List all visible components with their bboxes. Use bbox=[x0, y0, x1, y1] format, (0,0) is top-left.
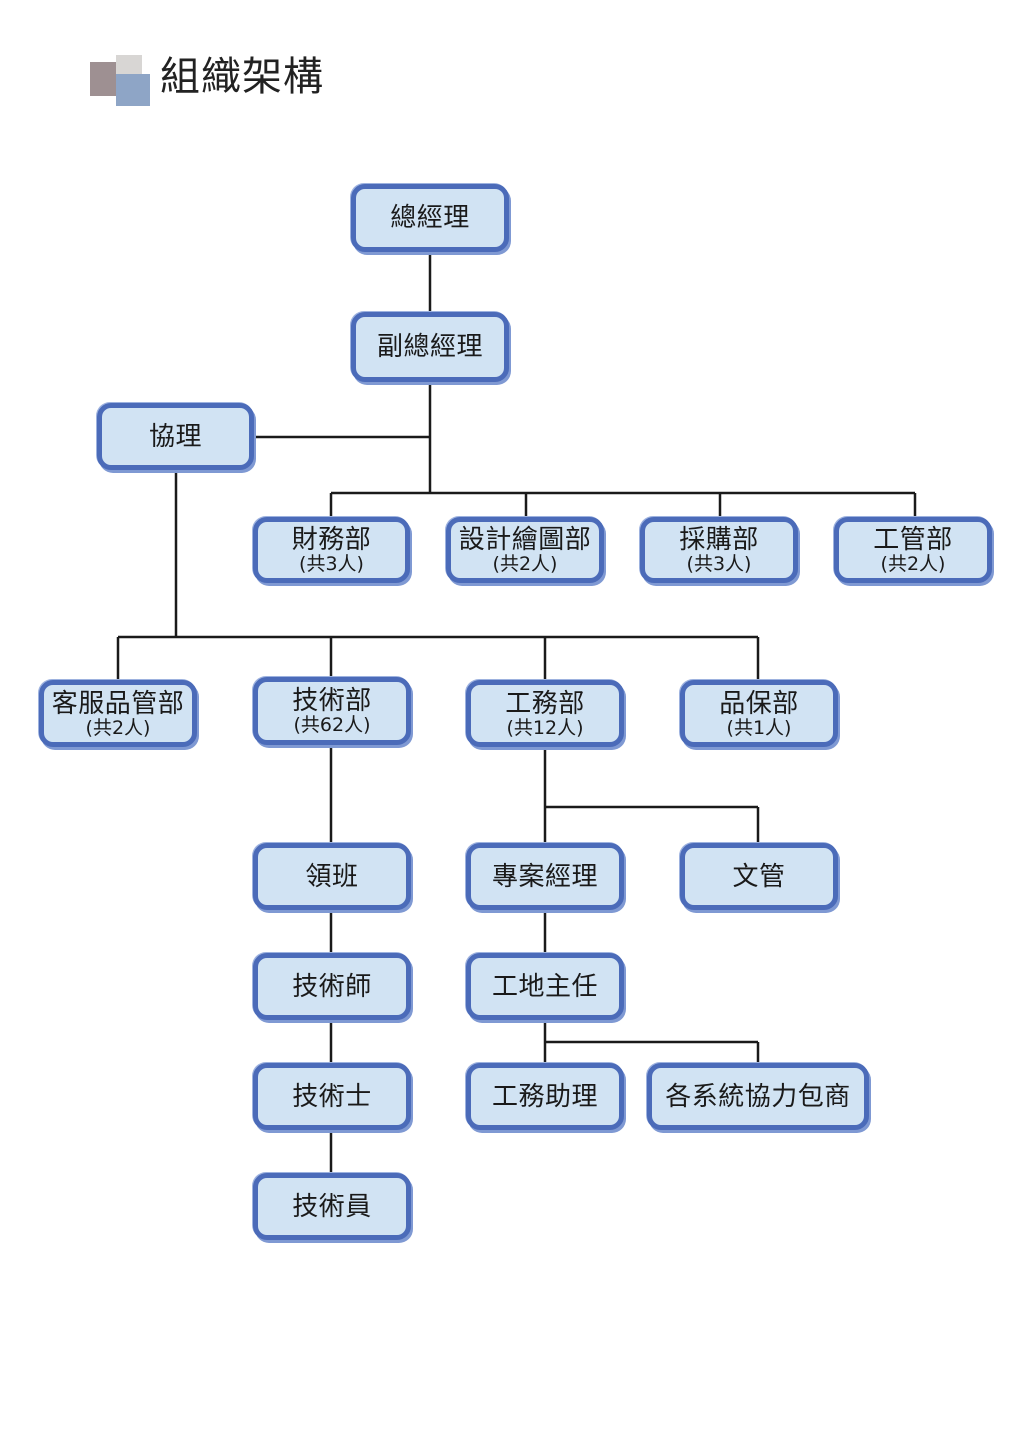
node-label: 文管 bbox=[732, 861, 786, 892]
node-label: 品保部 bbox=[719, 688, 799, 719]
node-label: 工管部 bbox=[873, 525, 953, 555]
node-label: 領班 bbox=[305, 861, 359, 892]
node-headcount: (共2人) bbox=[85, 716, 151, 739]
page-header: 組織架構 bbox=[88, 52, 388, 112]
node-design-drafting-dept: 設計繪圖部 (共2人) bbox=[446, 517, 604, 583]
node-label: 設計繪圖部 bbox=[458, 525, 592, 555]
page-title: 組織架構 bbox=[160, 54, 324, 100]
node-headcount: (共3人) bbox=[299, 553, 364, 575]
node-engineering-management-dept: 工管部 (共2人) bbox=[834, 517, 992, 583]
node-label: 工地主任 bbox=[491, 971, 598, 1002]
node-label: 總經理 bbox=[390, 203, 470, 233]
node-construction-dept: 工務部 (共12人) bbox=[466, 680, 624, 747]
node-label: 技術員 bbox=[292, 1191, 372, 1222]
node-label: 工務助理 bbox=[491, 1081, 598, 1112]
node-finance-dept: 財務部 (共3人) bbox=[253, 517, 410, 583]
node-document-control: 文管 bbox=[680, 843, 838, 910]
node-label: 工務部 bbox=[505, 688, 585, 719]
node-construction-assistant: 工務助理 bbox=[466, 1063, 624, 1130]
node-technician-master: 技術師 bbox=[253, 953, 411, 1020]
node-label: 各系統協力包商 bbox=[665, 1081, 851, 1112]
node-customer-service-qc-dept: 客服品管部 (共2人) bbox=[39, 680, 197, 747]
node-label: 財務部 bbox=[291, 525, 372, 555]
node-headcount: (共62人) bbox=[293, 714, 371, 736]
node-project-manager: 專案經理 bbox=[466, 843, 624, 910]
node-purchasing-dept: 採購部 (共3人) bbox=[640, 517, 798, 583]
node-technical-staff: 技術員 bbox=[253, 1173, 411, 1240]
node-headcount: (共12人) bbox=[506, 716, 584, 739]
node-associate-manager: 協理 bbox=[97, 403, 254, 470]
node-label: 協理 bbox=[148, 421, 202, 452]
node-label: 副總經理 bbox=[376, 332, 483, 362]
node-site-supervisor: 工地主任 bbox=[466, 953, 624, 1020]
node-label: 專案經理 bbox=[491, 861, 598, 892]
node-technical-dept: 技術部 (共62人) bbox=[253, 677, 411, 745]
node-label: 採購部 bbox=[679, 525, 759, 555]
node-headcount: (共1人) bbox=[726, 716, 792, 739]
node-headcount: (共2人) bbox=[880, 553, 946, 575]
node-headcount: (共2人) bbox=[492, 553, 558, 575]
node-subcontractors: 各系統協力包商 bbox=[647, 1063, 869, 1130]
node-technician: 技術士 bbox=[253, 1063, 411, 1130]
header-decoration-square bbox=[116, 74, 150, 106]
node-label: 技術部 bbox=[292, 686, 372, 716]
node-general-manager: 總經理 bbox=[351, 184, 509, 252]
header-decoration-square bbox=[116, 55, 142, 75]
node-label: 客服品管部 bbox=[51, 688, 185, 719]
node-warranty-dept: 品保部 (共1人) bbox=[680, 680, 838, 747]
node-label: 技術士 bbox=[292, 1081, 372, 1112]
node-team-lead: 領班 bbox=[253, 843, 411, 910]
node-label: 技術師 bbox=[292, 971, 372, 1002]
node-deputy-general-manager: 副總經理 bbox=[351, 312, 509, 382]
node-headcount: (共3人) bbox=[686, 553, 752, 575]
